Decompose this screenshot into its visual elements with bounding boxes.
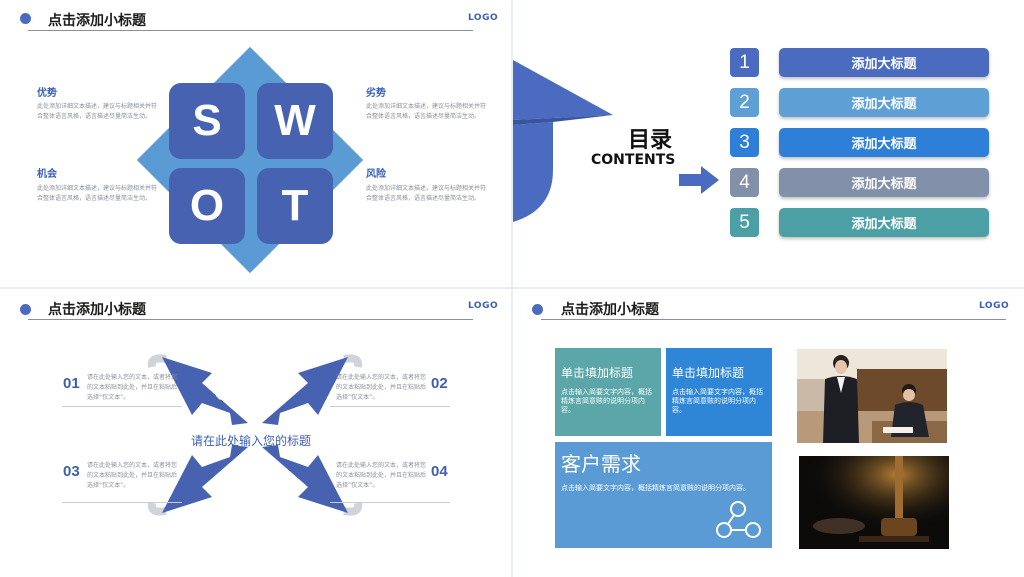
slide-contents[interactable]: 目录 CONTENTS 1 添加大标题 2 添加大标题 3 添加大标题 4 添加… (513, 0, 1024, 287)
customer-needs-title[interactable]: 客户需求 (561, 452, 641, 476)
info-box-1[interactable]: 单击填加标题 点击输入简要文字内容，概括精炼言简意赅的说明分项内容。 (555, 348, 661, 436)
header-divider (541, 319, 1006, 320)
right-arrow-icon (679, 166, 719, 194)
contents-item-4[interactable]: 添加大标题 (779, 168, 989, 197)
header-bullet-icon (532, 304, 543, 315)
slide-title[interactable]: 点击添加小标题 (48, 302, 146, 318)
converging-arrows-graphic (147, 354, 363, 516)
opportunity-text[interactable]: 此处添加详细文本描述，建议与标题相关并符合整体语言风格，语言描述尽量简洁生动。 (37, 185, 158, 202)
contents-title-cn[interactable]: 目录 (628, 128, 673, 153)
slide-swot[interactable]: 点击添加小标题 LOGO S W O T 优势 此处添加详细文本描述，建议与标题… (0, 0, 511, 287)
weakness-text[interactable]: 此处添加详细文本描述，建议与标题相关并符合整体语言风格，语言描述尽量简洁生动。 (366, 103, 487, 120)
strength-heading[interactable]: 优势 (37, 88, 57, 99)
logo: LOGO (979, 301, 1010, 311)
header-divider (28, 319, 473, 320)
swot-tile-s[interactable]: S (169, 83, 245, 159)
contents-num-2[interactable]: 2 (730, 88, 759, 117)
swot-tile-t[interactable]: T (257, 168, 333, 244)
weakness-heading[interactable]: 劣势 (366, 88, 386, 99)
decorative-triangle-shape (513, 60, 613, 222)
swot-tile-w[interactable]: W (257, 83, 333, 159)
business-people-photo (797, 349, 947, 443)
contents-item-3[interactable]: 添加大标题 (779, 128, 989, 157)
header-divider (28, 30, 473, 31)
item-text-01[interactable]: 请在此处输入您的文本，或者将您的文本粘贴到此处，并且在粘贴后选择“仅文本”。 (87, 374, 178, 401)
item-number-01: 01 (63, 375, 80, 392)
threat-text[interactable]: 此处添加详细文本描述，建议与标题相关并符合整体语言风格，语言描述尽量简洁生动。 (366, 185, 487, 202)
contents-num-1[interactable]: 1 (730, 48, 759, 77)
contents-item-1[interactable]: 添加大标题 (779, 48, 989, 77)
customer-needs-text[interactable]: 点击输入简要文字内容，概括精炼言简意赅的说明分项内容。 (561, 484, 750, 492)
contents-item-5[interactable]: 添加大标题 (779, 208, 989, 237)
header-bullet-icon (20, 13, 31, 24)
item-divider (62, 406, 182, 407)
logo: LOGO (468, 301, 499, 311)
info-box-2-title[interactable]: 单击填加标题 (672, 366, 745, 380)
item-text-02[interactable]: 请在此处输入您的文本，或者将您的文本粘贴到此处，并且在粘贴后选择“仅文本”。 (336, 374, 427, 401)
item-text-04[interactable]: 请在此处输入您的文本，或者将您的文本粘贴到此处，并且在粘贴后选择“仅文本”。 (336, 462, 427, 489)
swot-tile-o[interactable]: O (169, 168, 245, 244)
gavel-photo (799, 456, 949, 549)
item-number-02: 02 (431, 375, 448, 392)
slide-title[interactable]: 点击添加小标题 (48, 13, 146, 29)
slide-customer[interactable]: 点击添加小标题 LOGO 单击填加标题 点击输入简要文字内容，概括精炼言简意赅的… (513, 289, 1024, 577)
slide-arrows[interactable]: 点击添加小标题 LOGO 标题 标题 标题 标题 请在此处输入您的标题 01 请… (0, 289, 511, 577)
opportunity-heading[interactable]: 机会 (37, 169, 57, 180)
header-bullet-icon (20, 304, 31, 315)
contents-num-5[interactable]: 5 (730, 208, 759, 237)
item-divider (330, 502, 450, 503)
slide-title[interactable]: 点击添加小标题 (561, 302, 659, 318)
info-box-customer[interactable]: 客户需求 点击输入简要文字内容，概括精炼言简意赅的说明分项内容。 (555, 442, 772, 548)
strength-text[interactable]: 此处添加详细文本描述，建议与标题相关并符合整体语言风格，语言描述尽量简洁生动。 (37, 103, 158, 120)
network-nodes-icon (716, 501, 761, 538)
info-box-2-text[interactable]: 点击输入简要文字内容，概括精炼言简意赅的说明分项内容。 (672, 388, 763, 414)
contents-item-2[interactable]: 添加大标题 (779, 88, 989, 117)
item-number-03: 03 (63, 463, 80, 480)
info-box-2[interactable]: 单击填加标题 点击输入简要文字内容，概括精炼言简意赅的说明分项内容。 (666, 348, 772, 436)
item-divider (330, 406, 450, 407)
contents-num-4[interactable]: 4 (730, 168, 759, 197)
item-text-03[interactable]: 请在此处输入您的文本，或者将您的文本粘贴到此处，并且在粘贴后选择“仅文本”。 (87, 462, 178, 489)
info-box-1-title[interactable]: 单击填加标题 (561, 366, 634, 380)
logo: LOGO (468, 13, 499, 23)
info-box-1-text[interactable]: 点击输入简要文字内容，概括精炼言简意赅的说明分项内容。 (561, 388, 652, 414)
contents-title-en[interactable]: CONTENTS (591, 152, 676, 168)
center-title[interactable]: 请在此处输入您的标题 (191, 434, 312, 448)
contents-num-3[interactable]: 3 (730, 128, 759, 157)
item-number-04: 04 (431, 463, 448, 480)
item-divider (62, 502, 182, 503)
threat-heading[interactable]: 风险 (366, 169, 386, 180)
